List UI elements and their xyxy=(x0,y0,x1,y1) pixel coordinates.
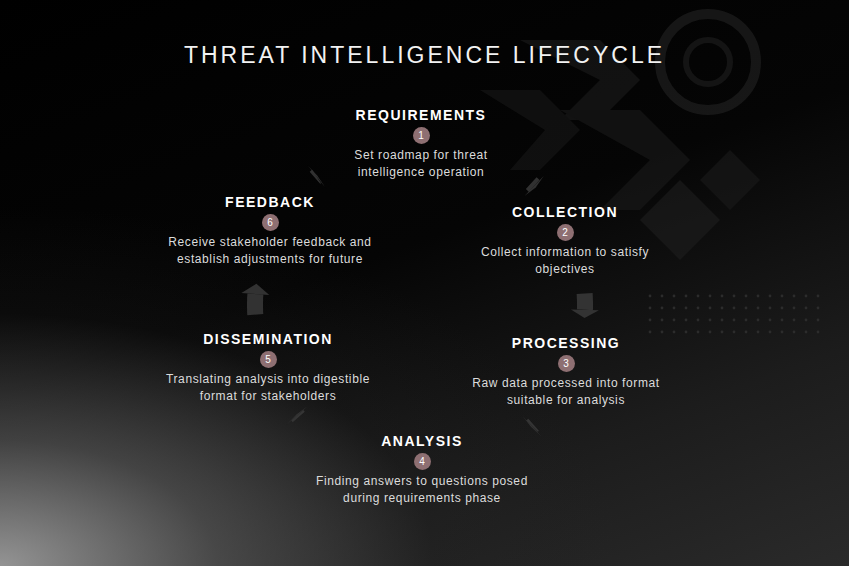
stage-node: ANALYSIS 4Finding answers to questions po… xyxy=(302,432,542,507)
cycle-arrow xyxy=(287,406,308,425)
stage-description: Translating analysis into digestible for… xyxy=(148,371,388,405)
ring-segment xyxy=(247,294,263,315)
stage-heading: FEEDBACK xyxy=(145,193,395,211)
stage-description: Raw data processed into format suitable … xyxy=(461,375,671,409)
arrow-head xyxy=(287,406,308,425)
stage-heading: REQUIREMENTS xyxy=(326,106,516,124)
arrow-head xyxy=(308,166,326,188)
arrow-head xyxy=(241,284,269,295)
stage-number: 3 xyxy=(563,358,569,369)
stage-description: Receive stakeholder feedback and establi… xyxy=(145,234,395,268)
number-row: 3 xyxy=(461,352,671,375)
stage-node: PROCESSING 3Raw data processed into forma… xyxy=(461,334,671,409)
arrow-head xyxy=(523,416,542,437)
stage-number: 4 xyxy=(419,456,425,467)
stage-node: COLLECTION 2Collect information to satisf… xyxy=(475,203,655,278)
number-circle: 6 xyxy=(262,214,279,231)
stage-heading: ANALYSIS xyxy=(302,432,542,450)
ring-segment xyxy=(577,294,593,310)
cycle-arrow xyxy=(241,284,269,315)
number-row: 5 xyxy=(148,348,388,371)
number-row: 1 xyxy=(326,124,516,147)
dot-grid xyxy=(649,295,820,334)
number-row: 2 xyxy=(475,221,655,244)
number-circle: 4 xyxy=(414,453,431,470)
stage-node: REQUIREMENTS 1Set roadmap for threat inte… xyxy=(326,106,516,181)
diagram-title: THREAT INTELLIGENCE LIFECYCLE xyxy=(0,42,849,69)
stage-heading: PROCESSING xyxy=(461,334,671,352)
stage-description: Collect information to satisfy objective… xyxy=(475,244,655,278)
stage-number: 5 xyxy=(265,354,271,365)
stage-node: DISSEMINATION 5Translating analysis into … xyxy=(148,330,388,405)
stage-node: FEEDBACK 6Receive stakeholder feedback an… xyxy=(145,193,395,268)
ring-segment xyxy=(315,177,317,178)
number-circle: 5 xyxy=(260,351,277,368)
stage-description: Set roadmap for threat intelligence oper… xyxy=(326,147,516,181)
arrow-head xyxy=(571,309,599,318)
stage-number: 6 xyxy=(267,217,273,228)
cycle-arrow xyxy=(308,166,326,188)
stage-number: 2 xyxy=(562,227,568,238)
ring-segment xyxy=(532,425,534,427)
arrow-head xyxy=(525,176,544,196)
ring-segment xyxy=(531,183,534,186)
stage-heading: DISSEMINATION xyxy=(148,330,388,348)
ring-segment xyxy=(297,415,298,417)
cycle-arrow xyxy=(523,416,542,437)
stage-description: Finding answers to questions posed durin… xyxy=(302,473,542,507)
number-row: 4 xyxy=(302,450,542,473)
number-circle: 1 xyxy=(413,127,430,144)
number-circle: 2 xyxy=(557,224,574,241)
number-circle: 3 xyxy=(558,355,575,372)
cycle-arrow xyxy=(525,176,544,196)
stage-heading: COLLECTION xyxy=(475,203,655,221)
stage-number: 1 xyxy=(418,130,424,141)
cycle-arrow xyxy=(571,294,599,318)
number-row: 6 xyxy=(145,211,395,234)
